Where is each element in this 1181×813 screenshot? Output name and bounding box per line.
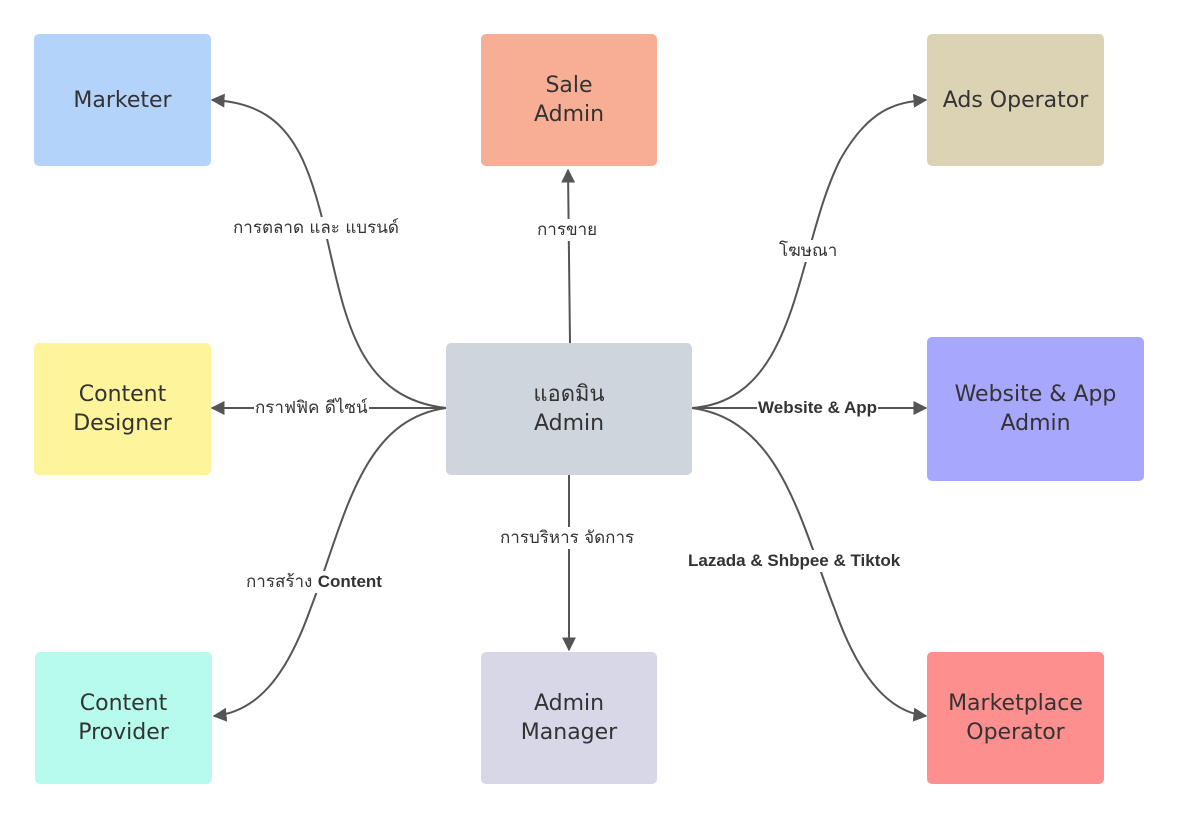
edge-to-ads-operator xyxy=(691,93,928,409)
node-ads-operator-label: Ads Operator xyxy=(942,87,1089,113)
node-sale-admin-label-1: Sale xyxy=(545,73,593,98)
node-content-provider-label-2: Provider xyxy=(78,720,169,745)
edge-label-graphic: กราฟฟิค ดีไซน์ xyxy=(254,397,369,419)
node-admin-manager-label-1: Admin xyxy=(533,691,605,716)
node-sale-admin[interactable]: Sale Admin xyxy=(481,34,657,166)
edge-label-website: Website & App xyxy=(757,397,879,419)
node-center-admin[interactable]: แอดมิน Admin xyxy=(446,343,692,475)
edge-label-ads: โฆษณา xyxy=(778,240,839,262)
node-marketer-label: Marketer xyxy=(73,87,172,113)
node-website-app-admin[interactable]: Website & App Admin xyxy=(927,337,1144,481)
edge-to-content-provider xyxy=(212,407,447,722)
edge-label-content-prefix: การสร้าง xyxy=(246,572,313,592)
node-content-provider[interactable]: Content Provider xyxy=(35,652,212,784)
node-content-designer-label-2: Designer xyxy=(73,411,172,436)
node-admin-manager[interactable]: Admin Manager xyxy=(481,652,657,784)
node-center-admin-label-2: Admin xyxy=(533,411,605,436)
node-admin-manager-label-2: Manager xyxy=(520,720,618,745)
node-marketplace-operator-label-2: Operator xyxy=(966,720,1065,745)
edge-to-marketplace-operator xyxy=(691,407,928,722)
node-website-app-admin-label-1: Website & App xyxy=(954,382,1117,407)
node-content-designer[interactable]: Content Designer xyxy=(34,343,211,475)
node-marketer[interactable]: Marketer xyxy=(34,34,211,166)
edge-label-sales: การขาย xyxy=(536,219,599,241)
node-sale-admin-label-2: Admin xyxy=(533,102,605,127)
node-marketplace-operator[interactable]: Marketplace Operator xyxy=(927,652,1104,784)
edge-to-sale-admin xyxy=(561,168,576,344)
node-website-app-admin-label-2: Admin xyxy=(1000,411,1071,436)
edge-to-marketer xyxy=(210,93,447,409)
edge-label-marketplace: Lazada & Shbpee & Tiktok xyxy=(687,550,902,572)
node-content-provider-label-1: Content xyxy=(79,691,168,716)
node-content-designer-label-1: Content xyxy=(78,382,167,407)
node-ads-operator[interactable]: Ads Operator xyxy=(927,34,1104,166)
node-center-admin-label-1: แอดมิน xyxy=(533,382,605,407)
edge-label-management: การบริหาร จัดการ xyxy=(499,527,636,549)
node-marketplace-operator-label-1: Marketplace xyxy=(948,691,1083,716)
edge-label-content: การสร้าง Content xyxy=(245,571,383,593)
edge-label-content-bold: Content xyxy=(317,572,382,591)
edge-label-marketing: การตลาด และ แบรนด์ xyxy=(232,217,400,239)
